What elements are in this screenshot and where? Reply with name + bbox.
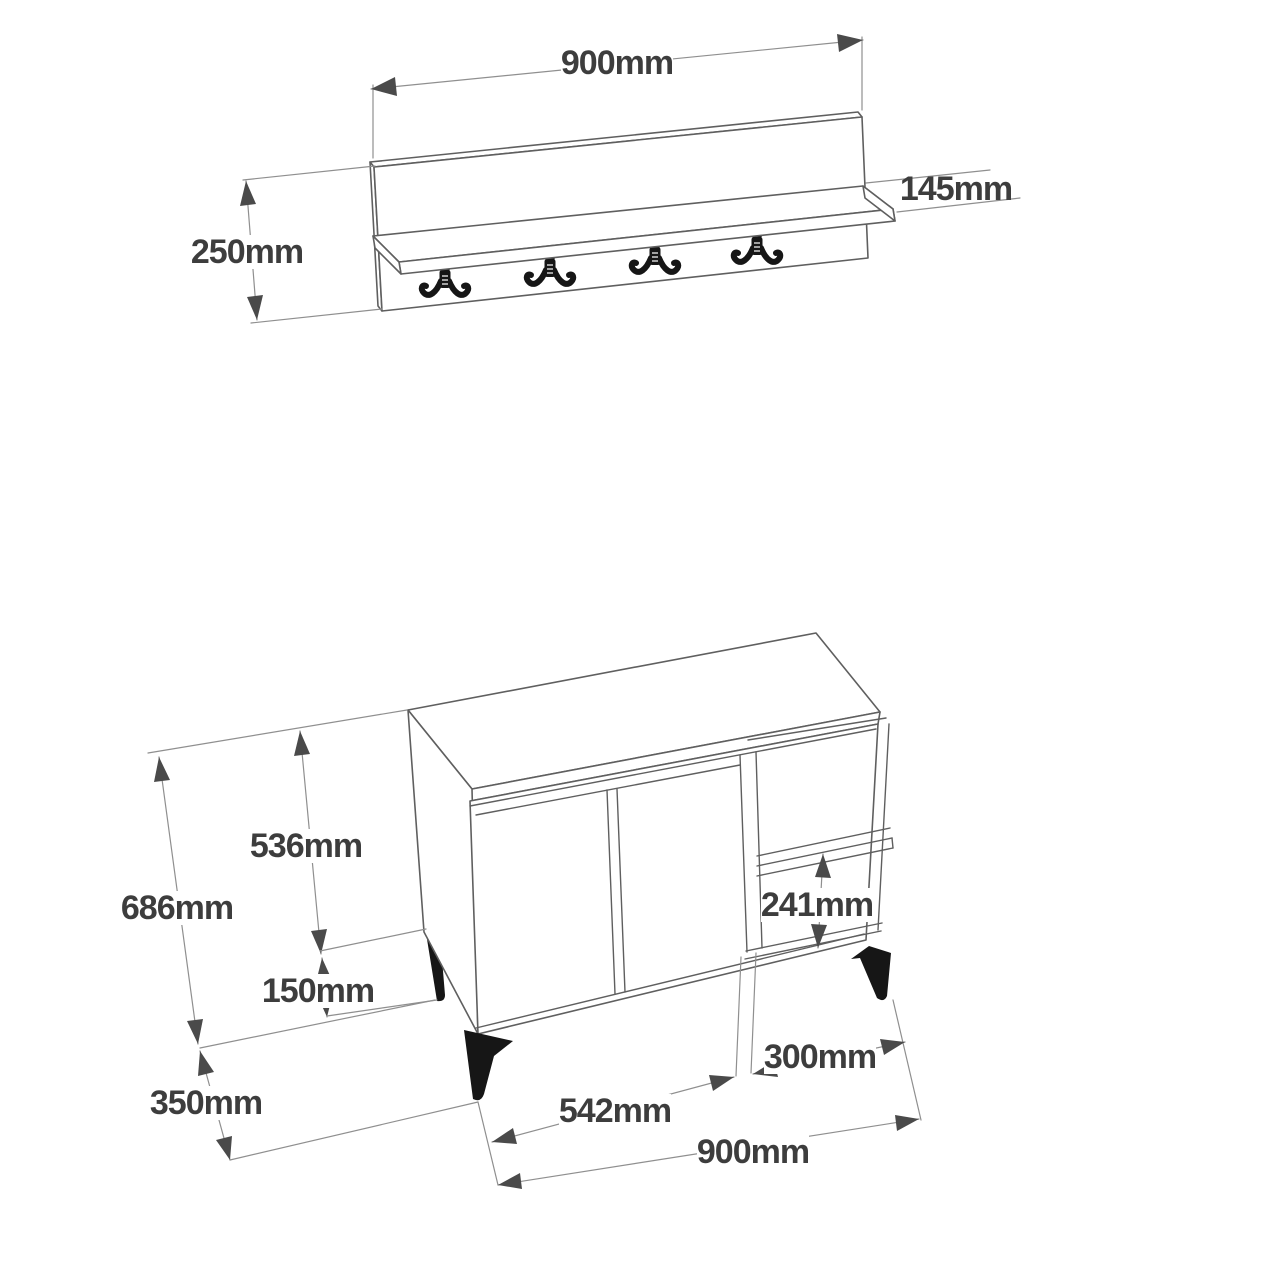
ext-line <box>892 999 922 1121</box>
arrowhead <box>371 77 397 96</box>
dim-label-rack-depth: 145mm <box>900 170 1012 208</box>
arrowhead <box>895 1115 919 1131</box>
cabinet-bottom-inner-line <box>475 933 865 1029</box>
coat-rack-shelf-left-end <box>372 235 402 275</box>
label-bg <box>697 1135 809 1169</box>
ext-line <box>896 197 1021 213</box>
compartment-ceiling-edge <box>747 717 887 741</box>
arrowhead <box>709 1075 734 1091</box>
coat-rack-dimensions: 900mm 250mm 145mm <box>191 34 1021 324</box>
ext-line <box>319 928 427 952</box>
middle-shelf-end <box>891 837 894 849</box>
label-bg <box>764 1040 876 1074</box>
coat-rack-drawing <box>369 111 896 312</box>
ext-line <box>250 308 383 324</box>
arrowhead <box>240 181 256 206</box>
arrowhead <box>198 1051 214 1076</box>
cabinet-leg-front-left <box>464 1030 513 1101</box>
dim-label-rack-width: 900mm <box>561 44 673 82</box>
arrowhead <box>837 34 863 52</box>
ext-line <box>147 709 408 754</box>
coat-rack-shelf-right-end <box>862 185 896 222</box>
arrowhead <box>294 731 310 756</box>
arrowhead <box>498 1173 522 1189</box>
cabinet-dimensions: 686mm 350mm 536mm 150mm 241mm <box>121 709 922 1189</box>
dim-label-open-width: 300mm <box>764 1038 876 1076</box>
arrowhead <box>311 929 327 954</box>
ext-line <box>242 165 376 181</box>
middle-shelf-back-edge <box>756 827 891 857</box>
cabinet-top-rim-line <box>469 728 877 807</box>
ext-line <box>750 952 757 1074</box>
label-bg <box>121 891 233 925</box>
arrowhead <box>247 295 263 320</box>
ext-line <box>477 1101 499 1186</box>
ext-line <box>865 169 991 184</box>
arrowhead <box>154 757 170 782</box>
dim-label-total-width: 900mm <box>697 1133 809 1171</box>
door-gap-line <box>616 788 626 993</box>
ext-line <box>199 999 436 1049</box>
compartment-floor-edge <box>745 922 883 952</box>
label-bg <box>561 46 673 80</box>
label-bg <box>262 974 374 1008</box>
label-bg <box>191 235 303 269</box>
dim-label-door-width: 542mm <box>559 1092 671 1130</box>
cabinet-drawing <box>407 632 894 1101</box>
arrowhead <box>216 1136 232 1160</box>
doors-top-edge <box>475 764 741 816</box>
label-bg <box>150 1086 262 1120</box>
compartment-right-wall-edge <box>877 723 890 931</box>
label-bg <box>761 888 873 922</box>
ext-line <box>326 999 438 1017</box>
cabinet-leg-front-right <box>851 946 891 1001</box>
door-gap-line <box>606 789 616 995</box>
dim-label-depth: 350mm <box>150 1084 262 1122</box>
dim-label-total-height: 686mm <box>121 889 233 927</box>
arrowhead <box>815 854 831 878</box>
open-compartment <box>744 717 894 960</box>
label-bg <box>250 829 362 863</box>
dim-label-shelf-gap: 241mm <box>761 886 873 924</box>
dim-label-rack-height: 250mm <box>191 233 303 271</box>
label-bg <box>559 1094 671 1128</box>
arrowhead <box>880 1039 905 1055</box>
cabinet-front-face <box>469 723 879 1035</box>
ext-line <box>229 1101 479 1161</box>
divider-left-edge <box>739 754 748 953</box>
arrowhead <box>187 1019 203 1044</box>
arrowhead <box>492 1128 517 1144</box>
middle-shelf-front-edge <box>756 837 893 867</box>
arrowhead <box>811 924 827 948</box>
compartment-floor-thickness <box>744 930 882 960</box>
dim-label-body-height: 536mm <box>250 827 362 865</box>
dim-label-leg-height: 150mm <box>262 972 374 1010</box>
ext-line <box>735 956 742 1077</box>
